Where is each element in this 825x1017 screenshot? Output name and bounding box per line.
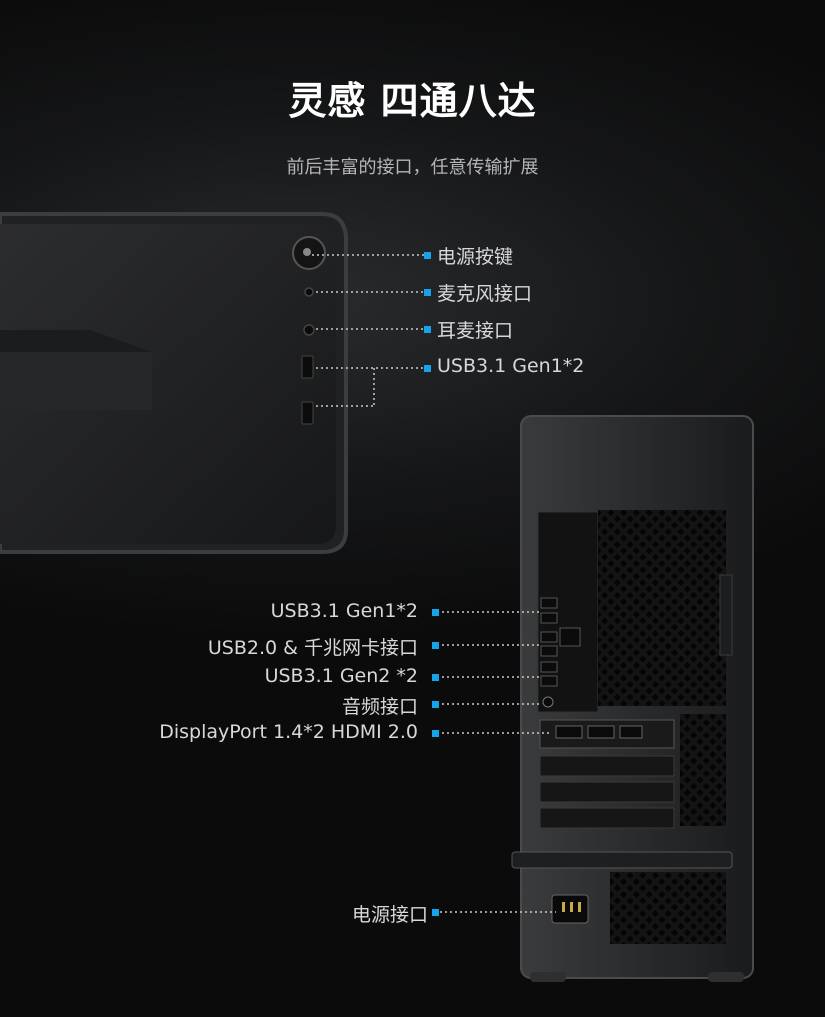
usb-port-icon [301,401,314,425]
front-panel [0,212,348,554]
rear-port-power-label: 电源接口 [351,904,428,926]
rear-case [511,415,754,982]
rear-leader-lines [440,611,556,913]
label-marker [432,909,439,916]
page-subtitle: 前后丰富的接口，任意传输扩展 [286,157,539,178]
front-port-power-button-label: 电源按键 [437,246,514,268]
label-marker [432,701,439,708]
rear-port-display-label: DisplayPort 1.4*2 HDMI 2.0 [159,721,418,743]
front-leader-lines [312,254,426,407]
rear-port-audio-label: 音频接口 [341,696,418,718]
label-marker [432,730,439,737]
rear-port-usb20-lan-label: USB2.0 & 千兆网卡接口 [207,637,418,659]
front-port-usb-label: USB3.1 Gen1*2 [437,355,585,377]
label-marker [432,642,439,649]
mic-jack-icon [304,287,314,297]
headset-jack-icon [303,324,315,336]
rear-port-usb31-gen2-label: USB3.1 Gen2 *2 [264,665,418,687]
label-marker [424,326,431,333]
usb-port-icon [301,355,314,379]
page-title: 灵感 四通八达 [288,79,537,123]
label-marker [424,252,431,259]
label-marker [432,609,439,616]
rear-port-usb31-gen1-label: USB3.1 Gen1*2 [270,600,418,622]
front-port-headset-label: 耳麦接口 [437,320,514,342]
label-marker [424,289,431,296]
label-marker [424,365,431,372]
label-marker [432,674,439,681]
front-port-mic-label: 麦克风接口 [437,283,533,305]
